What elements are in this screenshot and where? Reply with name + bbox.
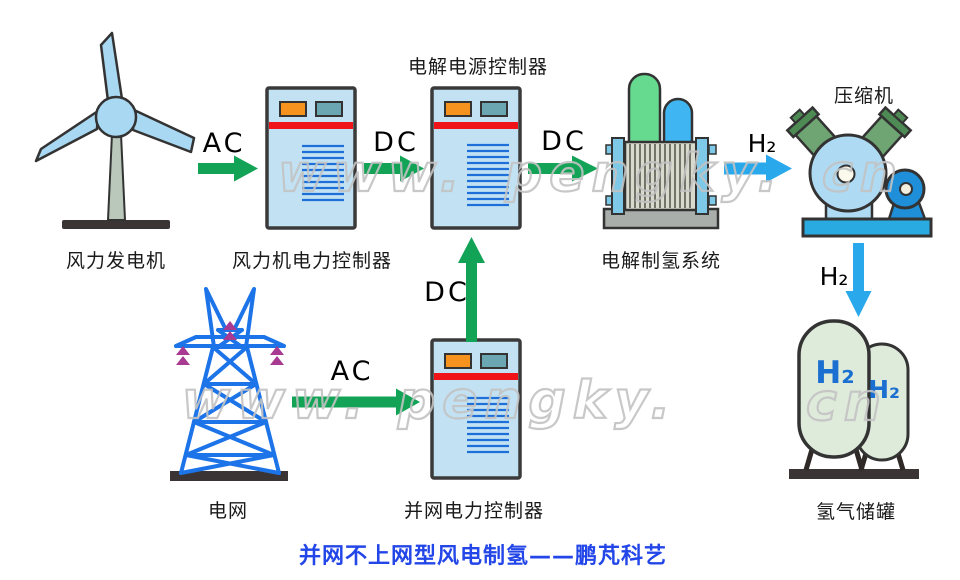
stack-plates	[629, 144, 691, 208]
arrow-dc-electrolyzer	[528, 155, 598, 182]
grid-controller-icon	[430, 338, 522, 480]
end-plate-tab	[708, 144, 717, 155]
red-stripe	[269, 122, 353, 129]
tank-base	[789, 469, 919, 479]
label-flow-h2-compressor: H₂	[747, 129, 777, 158]
tank-front	[797, 319, 871, 459]
vent-grille	[302, 144, 344, 202]
turbine-tower	[106, 133, 127, 221]
teal-indicator	[480, 101, 508, 117]
label-flow-h2-tank: H₂	[819, 262, 849, 291]
label-compressor: 压缩机	[833, 85, 895, 107]
tower-insulators	[176, 321, 284, 365]
tower-lattice	[174, 287, 286, 475]
tank-front-h2-text: H₂	[815, 355, 855, 391]
wind-turbine-icon	[34, 31, 196, 229]
label-flow-dc-wind: DC	[373, 127, 419, 158]
end-plate-tab	[708, 195, 717, 206]
compressor-icon	[785, 105, 933, 238]
label-flow-ac-wind: AC	[202, 128, 246, 159]
turbine-blade-up	[99, 31, 124, 103]
compressor-hub	[836, 164, 856, 184]
red-stripe	[434, 373, 518, 380]
compressor-base	[801, 217, 933, 238]
orange-indicator	[444, 353, 472, 369]
teal-indicator	[480, 353, 508, 369]
turbine-blade-right	[131, 108, 196, 154]
label-hydrogen-tanks: 氢气储罐	[815, 501, 897, 523]
label-grid: 电网	[207, 500, 249, 522]
teal-indicator	[315, 101, 343, 117]
diagram-caption: 并网不上网型风电制氢——鹏芃科艺	[298, 544, 668, 569]
arrow-h2-tank	[845, 243, 872, 317]
motor-hub	[899, 182, 913, 196]
orange-indicator	[279, 101, 307, 117]
end-plate-left	[611, 137, 625, 215]
vent-grille	[467, 143, 509, 207]
tank-back-h2-text: H₂	[868, 375, 900, 404]
hydrogen-tanks-icon	[789, 319, 919, 479]
electrolysis-controller-icon	[430, 86, 522, 230]
turbine-base	[62, 220, 170, 229]
label-electrolyzer: 电解制氢系统	[600, 250, 722, 272]
turbine-hub	[94, 95, 138, 139]
grid-tower-icon	[170, 287, 288, 481]
arrow-h2-compressor	[724, 154, 792, 183]
label-flow-dc-grid-up: DC	[424, 277, 470, 308]
red-stripe	[434, 122, 518, 129]
label-wind-controller: 风力机电力控制器	[231, 250, 393, 272]
arrow-dc-grid-up	[458, 237, 485, 342]
electrolyzer-icon	[602, 72, 720, 230]
label-electrolysis-controller: 电解电源控制器	[407, 56, 549, 78]
label-wind-turbine: 风力发电机	[65, 250, 167, 272]
tower-base	[170, 471, 288, 481]
label-grid-controller: 并网电力控制器	[403, 500, 545, 522]
end-plate-right	[695, 137, 709, 215]
arrow-ac-grid	[292, 388, 420, 416]
label-flow-dc-electrolyzer: DC	[541, 126, 587, 157]
arrow-ac-wind	[198, 155, 258, 182]
turbine-blade-left	[34, 109, 100, 163]
arrow-dc-wind	[364, 155, 424, 182]
vent-grille	[467, 396, 509, 454]
wind-controller-icon	[265, 86, 357, 230]
label-flow-ac-grid: AC	[330, 356, 374, 387]
orange-indicator	[444, 101, 472, 117]
